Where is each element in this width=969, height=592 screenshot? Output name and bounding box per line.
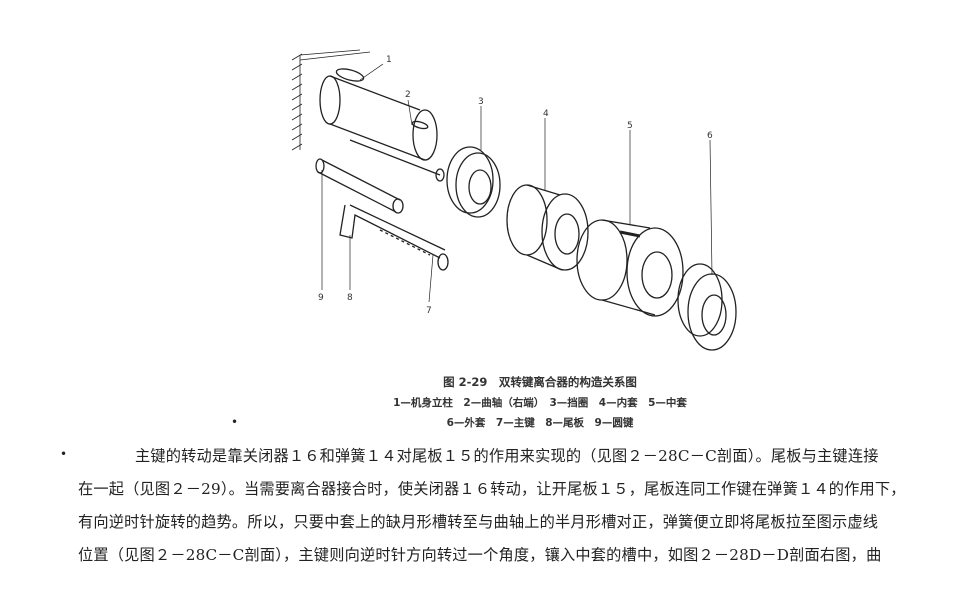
retaining-ring bbox=[446, 146, 501, 218]
paragraph-line: 在一起（见图２－29）。当需要离合器接合时，使关闭器１６转动，让开尾板１５，尾板… bbox=[78, 480, 906, 498]
paragraph-line: 主键的转动是靠关闭器１６和弹簧１４对尾板１５的作用来实现的（见图２－28C－C剖… bbox=[135, 447, 879, 465]
part-label-2: 2 bbox=[405, 90, 411, 100]
inner-sleeve bbox=[506, 184, 589, 271]
part-label-6: 6 bbox=[707, 131, 713, 141]
body-paragraph: 主键的转动是靠关闭器１６和弹簧１４对尾板１５的作用来实现的（见图２－28C－C剖… bbox=[78, 440, 948, 572]
main-key bbox=[339, 204, 449, 271]
part-label-3: 3 bbox=[478, 97, 484, 107]
clutch-exploded-diagram: 1 2 3 4 5 6 7 8 9 bbox=[291, 49, 737, 351]
figure-legend-line-1: 1—机身立柱 2—曲轴（右端） 3—挡圈 4—内套 5—中套 bbox=[393, 397, 687, 409]
bullet-marker: • bbox=[60, 447, 68, 461]
paragraph-line: 位置（见图２－28C－C剖面），主键则向逆时针方向转过一个角度，镶入中套的槽中，… bbox=[78, 546, 882, 564]
part-label-5: 5 bbox=[627, 121, 633, 131]
part-label-1: 1 bbox=[386, 55, 392, 65]
middle-sleeve bbox=[576, 219, 684, 317]
part-label-8: 8 bbox=[347, 293, 353, 303]
bullet-marker: • bbox=[231, 415, 239, 429]
outer-sleeve bbox=[677, 263, 737, 351]
part-label-7: 7 bbox=[426, 306, 432, 316]
round-key bbox=[315, 158, 404, 214]
paragraph-line: 有向逆时针旋转的趋势。所以，只要中套上的缺月形槽转至与曲轴上的半月形槽对正，弹簧… bbox=[78, 513, 879, 531]
part-label-4: 4 bbox=[543, 109, 549, 119]
leader-lines bbox=[321, 63, 713, 303]
part-label-9: 9 bbox=[318, 293, 324, 303]
machine-column-hatch bbox=[291, 49, 371, 151]
figure-caption-title: 图 2-29 双转键离合器的构造关系图 bbox=[443, 375, 637, 389]
figure-legend-line-2: 6—外套 7—主键 8—尾板 9—圆键 bbox=[446, 417, 634, 429]
crankshaft bbox=[319, 68, 445, 182]
